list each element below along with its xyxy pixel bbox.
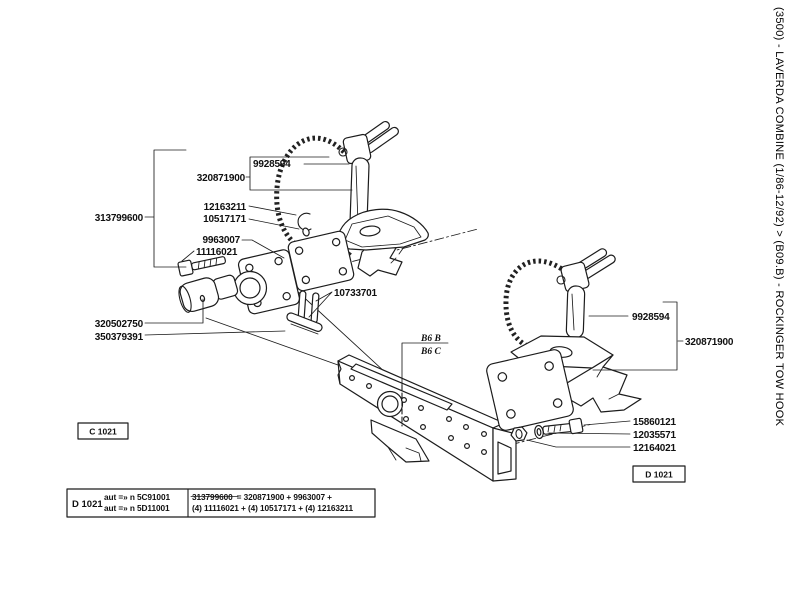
part-label-nut-right[interactable]: 12164021 (633, 443, 677, 454)
part-label-washer-right[interactable]: 12035571 (633, 430, 677, 441)
part-label-bush[interactable]: 320502750 (95, 319, 144, 330)
part-label-pin-right[interactable]: 9928594 (632, 312, 670, 323)
part-label-hook-right[interactable]: 320871900 (685, 337, 734, 348)
lynch-pin-drawing (556, 248, 616, 339)
beam-holes (349, 375, 488, 456)
nut-drawing (510, 426, 528, 442)
part-label-hook-left[interactable]: 320871900 (197, 173, 246, 184)
note-formula-line2: (4) 11116021 + (4) 10517171 + (4) 121632… (192, 503, 353, 513)
callout-lines (144, 149, 684, 448)
note-table: D 1021 aut =» n 5C91001 aut =» n 5D11001… (66, 488, 376, 518)
part-label-plate[interactable]: 9963007 (202, 235, 240, 246)
part-label-pin-left[interactable]: 9928594 (253, 159, 291, 170)
part-label-dowel-pins[interactable]: 10733701 (334, 288, 378, 299)
mounting-plate-drawing (486, 349, 574, 431)
note-table-ref: D 1021 (72, 499, 103, 510)
cover-plate-drawing (287, 230, 355, 292)
part-label-washer-small[interactable]: 12163211 (204, 202, 247, 213)
part-label-bolt-right[interactable]: 15860121 (633, 417, 677, 428)
washer-drawing (534, 424, 544, 440)
section-ref-upper: B6 B (420, 334, 441, 344)
view-ref-box-d (632, 465, 686, 483)
chain-icon (274, 135, 354, 262)
circlip-drawing (297, 212, 312, 237)
roll-pin-drawing (286, 312, 323, 335)
view-ref-box-c (77, 422, 129, 440)
view-ref-d-label: D 1021 (645, 470, 673, 480)
bush-drawing (178, 274, 239, 313)
view-ref-c-label: C 1021 (89, 427, 117, 437)
frame-beam-drawing (337, 354, 517, 482)
formula-tail: = 320871900 + 9963007 + (237, 492, 333, 502)
note-applicability-1: aut =» n 5C91001 (104, 492, 170, 502)
note-formula-line1: 313799600 = 320871900 + 9963007 + (192, 492, 332, 502)
flange-plate-drawing (232, 249, 301, 315)
superseded-part-number: 313799600 (192, 492, 233, 502)
part-label-bolt-small[interactable]: 11116021 (196, 247, 238, 258)
left-assembly-drawing (177, 120, 429, 335)
part-label-kit[interactable]: 313799600 (95, 213, 144, 224)
small-bolt-drawing (177, 256, 226, 277)
part-label-roll-pin[interactable]: 350379391 (95, 332, 144, 343)
breadcrumb: (3500) - LAVERDA COMBINE (1/86-12/92) > … (773, 7, 785, 427)
section-ref-lower: B6 C (420, 347, 441, 357)
note-applicability-2: aut =» n 5D11001 (104, 503, 170, 513)
right-assembly-drawing (486, 248, 642, 442)
tow-hook-left-drawing (336, 208, 429, 277)
view-ref-boxes: C 1021 D 1021 (77, 422, 686, 483)
part-label-screw-small[interactable]: 10517171 (203, 214, 247, 225)
part-labels: 313799600 320871900 9928594 12163211 105… (95, 159, 734, 454)
